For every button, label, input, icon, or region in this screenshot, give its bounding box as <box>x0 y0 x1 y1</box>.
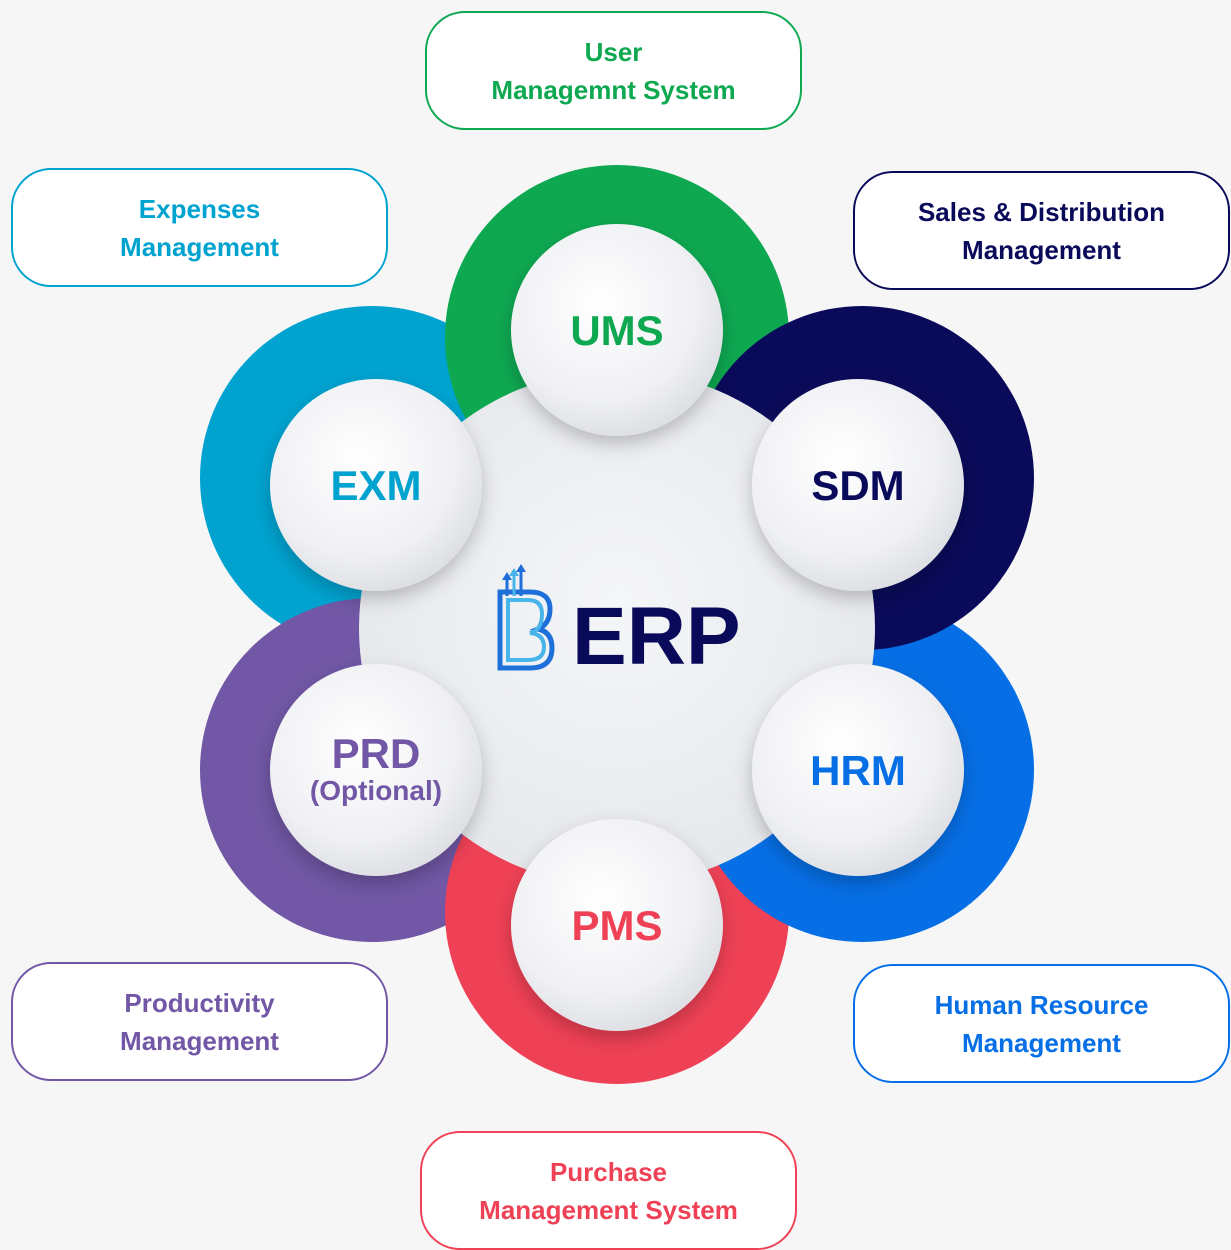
exm-abbr: EXM <box>330 462 421 509</box>
ums-title-line-2: Managemnt System <box>491 74 736 105</box>
sdm-node-disc <box>752 379 964 591</box>
ums-node: UMS <box>511 224 723 436</box>
prd-subtitle: (Optional) <box>310 775 442 806</box>
ums-title-line-1: User <box>584 36 643 67</box>
sdm-node: SDM <box>752 379 964 591</box>
hrm-title-line-1: Human Resource <box>934 989 1149 1020</box>
exm-label-box: Expenses Management <box>11 168 388 287</box>
center-disc <box>359 370 875 886</box>
exm-node: EXM <box>270 379 482 591</box>
pms-node-disc <box>511 819 723 1031</box>
exm-title-line-1: Expenses <box>138 193 261 224</box>
hrm-title-line-2: Management <box>962 1027 1121 1058</box>
prd-node-disc <box>270 664 482 876</box>
hrm-abbr: HRM <box>810 747 906 794</box>
prd-abbr: PRD <box>332 730 421 777</box>
erp-logo: ERP <box>497 564 741 682</box>
pms-label-box: Purchase Management System <box>420 1131 797 1250</box>
pms-abbr: PMS <box>571 902 662 949</box>
ums-abbr: UMS <box>570 307 663 354</box>
sdm-abbr: SDM <box>811 462 904 509</box>
sdm-title-line-1: Sales & Distribution <box>917 196 1166 227</box>
hrm-label-box: Human Resource Management <box>853 964 1230 1083</box>
prd-title-line-1: Productivity <box>124 987 275 1018</box>
exm-node-disc <box>270 379 482 591</box>
ums-label-box: User Managemnt System <box>425 11 802 130</box>
pms-title-line-1: Purchase <box>549 1156 668 1187</box>
sdm-label-box: Sales & Distribution Management <box>853 171 1230 290</box>
module-nodes: EXM UMS PRD(Optional) PMS HRM SDM <box>270 224 964 1031</box>
hrm-node: HRM <box>752 664 964 876</box>
ums-node-disc <box>511 224 723 436</box>
pms-node: PMS <box>511 819 723 1031</box>
logo-mark-icon <box>497 564 555 671</box>
prd-node: PRD(Optional) <box>270 664 482 876</box>
hrm-node-disc <box>752 664 964 876</box>
prd-title-line-2: Management <box>120 1025 279 1056</box>
pms-title-line-2: Management System <box>479 1194 738 1225</box>
sdm-title-line-2: Management <box>962 234 1121 265</box>
exm-title-line-2: Management <box>120 231 279 262</box>
prd-label-box: Productivity Management <box>11 962 388 1081</box>
brand-text: ERP <box>572 591 741 682</box>
